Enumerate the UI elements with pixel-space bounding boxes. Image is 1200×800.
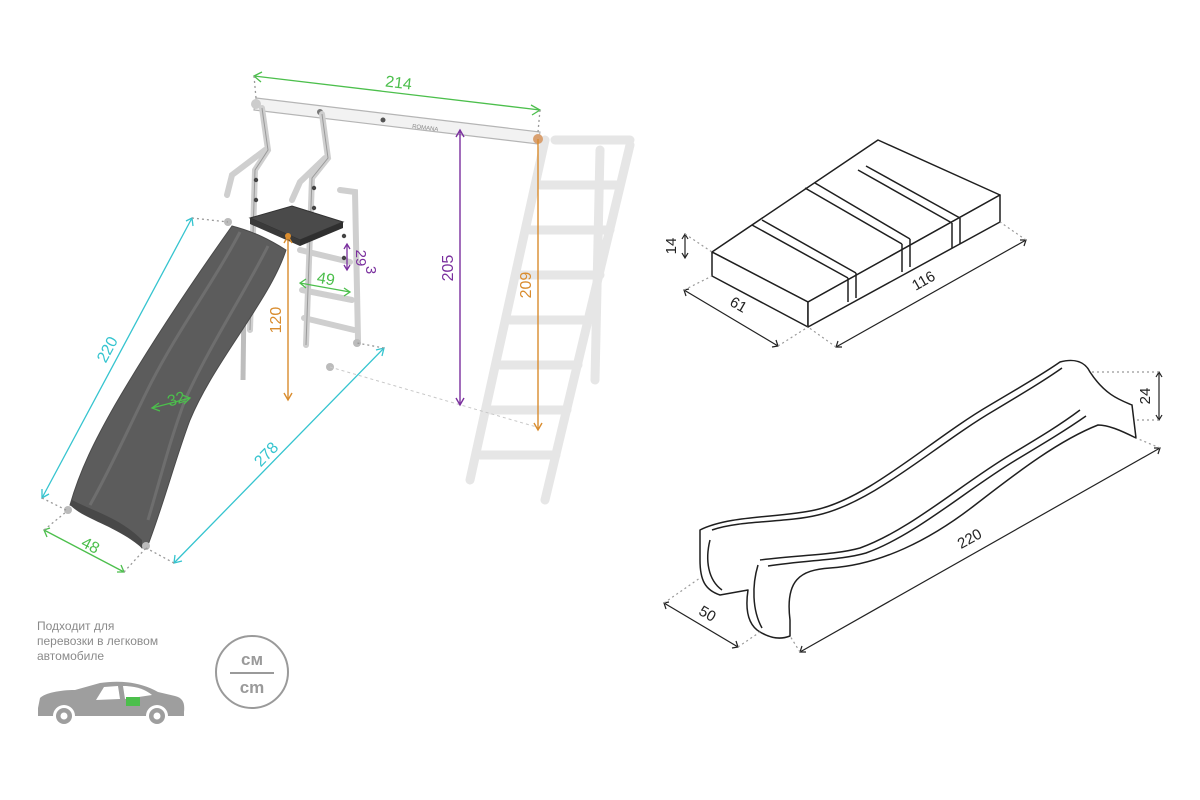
dim-29-label: 29: [352, 250, 369, 267]
dim-32: [150, 394, 192, 412]
dim-220-part: [789, 437, 1161, 653]
top-crossbar: ROMANA: [251, 97, 543, 145]
dim-116: [807, 221, 1027, 348]
dim-214-label: 214: [384, 73, 413, 93]
dim-209-label: 209: [518, 272, 535, 299]
dim-120: [283, 233, 293, 402]
dim-14: [681, 232, 713, 260]
transport-caption-line: перевозки в легковом: [37, 634, 159, 648]
dim-120-label: 120: [268, 307, 285, 334]
dim-61-label: 61: [727, 294, 750, 317]
dim-278-label: 278: [251, 439, 282, 470]
dim-220-slide: [41, 217, 229, 511]
dim-220-slide-label: 220: [94, 334, 122, 366]
dim-278: [145, 342, 385, 564]
units-badge: см cm: [215, 635, 289, 709]
slide-assembled: [64, 225, 287, 550]
dim-14-label: 14: [663, 238, 680, 255]
dim-214: [252, 71, 542, 133]
dim-3-label: 3: [362, 266, 379, 274]
dim-205: [455, 128, 465, 407]
dim-116-label: 116: [909, 268, 938, 295]
dim-24-label: 24: [1137, 388, 1154, 405]
unit-top: см: [241, 650, 263, 669]
platform: [248, 205, 345, 241]
dim-50-label: 50: [696, 603, 719, 626]
dim-209: [533, 139, 543, 432]
dim-61: [683, 275, 809, 348]
dim-48-label: 48: [78, 534, 102, 557]
dim-49: [298, 278, 352, 297]
package-box: [711, 139, 1001, 328]
transport-caption-line: автомобиле: [37, 649, 104, 663]
dim-50: [663, 577, 761, 649]
slide-part-outline: [699, 359, 1137, 639]
unit-bottom: cm: [240, 678, 265, 697]
transport-caption: Подходит для перевозки в легковом автомо…: [37, 619, 207, 664]
dim-48: [43, 511, 147, 573]
dim-24: [1092, 370, 1163, 422]
climbing-ladder-ghost: [465, 135, 635, 505]
dim-29: [343, 242, 351, 272]
svg-text:ROMANA: ROMANA: [412, 124, 439, 133]
dim-205-label: 205: [440, 255, 457, 282]
assembled-playset: ROMANA: [41, 71, 635, 573]
dim-49-label: 49: [316, 270, 337, 290]
dim-32-label: 32: [166, 389, 188, 411]
car-icon: [38, 681, 185, 727]
dim-220-part-label: 220: [955, 526, 985, 553]
transport-caption-line: Подходит для: [37, 619, 115, 633]
